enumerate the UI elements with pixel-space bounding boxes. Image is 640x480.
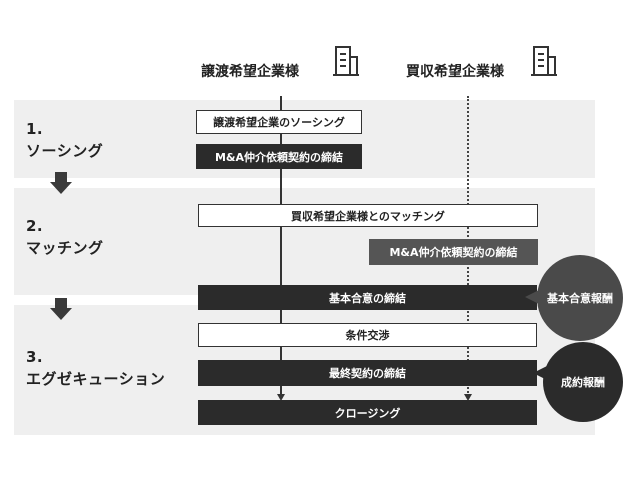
phase-number: 3.	[26, 348, 44, 366]
phase-label-sourcing: 1. ソーシング	[26, 118, 103, 162]
down-arrow-icon	[50, 172, 72, 194]
building-icon	[531, 46, 557, 76]
phase-name: ソーシング	[26, 142, 104, 160]
step-final-contract: 最終契約の締結	[198, 360, 537, 386]
buyer-timeline-arrowhead	[464, 394, 472, 401]
seller-timeline-arrowhead	[277, 394, 285, 401]
step-matching: 買収希望企業様とのマッチング	[198, 204, 538, 227]
step-seller-sourcing: 譲渡希望企業のソーシング	[196, 110, 362, 134]
step-basic-agreement: 基本合意の締結	[198, 285, 537, 310]
step-closing: クロージング	[198, 400, 537, 425]
seller-timeline	[280, 96, 282, 396]
step-buyer-contract: M&A仲介依頼契約の締結	[369, 239, 538, 265]
phase-label-matching: 2. マッチング	[26, 215, 104, 259]
seller-column-title: 譲渡希望企業様	[201, 64, 299, 80]
buyer-column-title: 買収希望企業様	[406, 64, 504, 80]
phase-label-execution: 3. エグゼキューション	[26, 346, 165, 390]
success-fee-badge: 成約報酬	[543, 342, 623, 422]
phase-number: 1.	[26, 120, 44, 138]
phase-name: マッチング	[26, 239, 104, 257]
step-seller-contract: M&A仲介依頼契約の締結	[196, 144, 362, 169]
phase-name: エグゼキューション	[26, 370, 166, 388]
phase-number: 2.	[26, 217, 44, 235]
step-negotiation: 条件交渉	[198, 323, 537, 347]
fee-pointer	[525, 290, 539, 304]
basic-agreement-fee-badge: 基本合意報酬	[537, 255, 623, 341]
building-icon	[333, 46, 359, 76]
down-arrow-icon	[50, 298, 72, 320]
